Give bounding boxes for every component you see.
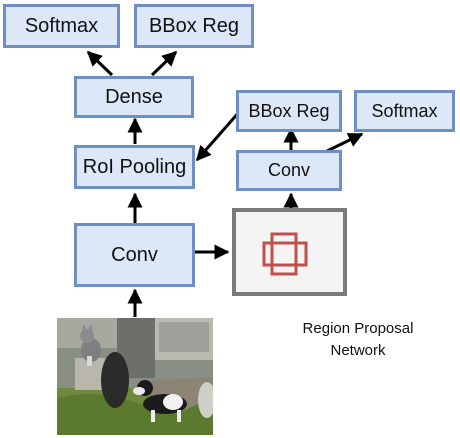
- input-image: [57, 318, 213, 435]
- rpn-conv-box: Conv: [236, 150, 342, 191]
- dense-label: Dense: [105, 85, 163, 108]
- arrow-bbox-reg-to-roi-pooling: [195, 110, 242, 162]
- arrow-dense-to-softmax: [86, 50, 114, 77]
- rpn-softmax-label: Softmax: [371, 100, 438, 121]
- conv-label: Conv: [111, 243, 158, 266]
- dense-box: Dense: [74, 76, 194, 118]
- rpn-bbox-reg-box: BBox Reg: [236, 90, 342, 132]
- rpn-softmax-box: Softmax: [354, 90, 455, 132]
- softmax-box: Softmax: [3, 4, 120, 48]
- bbox-reg-label: BBox Reg: [148, 14, 240, 37]
- roi-pooling-label: RoI Pooling: [82, 155, 187, 178]
- bbox-reg-box: BBox Reg: [134, 4, 254, 48]
- rpn-bbox-reg-label: BBox Reg: [248, 100, 330, 121]
- softmax-label: Softmax: [24, 14, 99, 37]
- conv-box: Conv: [74, 223, 195, 287]
- rpn-caption-line1: Region Proposal: [302, 320, 414, 337]
- region-proposal-network-box: [232, 208, 347, 296]
- arrow-dense-to-bbox-reg: [150, 50, 178, 77]
- roi-pooling-box: RoI Pooling: [74, 145, 195, 189]
- overlapping-boxes-icon: [262, 232, 308, 276]
- rpn-caption-line2: Network: [330, 342, 386, 359]
- cat-and-dog-photo: [57, 318, 213, 435]
- rpn-conv-label: Conv: [267, 160, 311, 180]
- rpn-caption: Region Proposal Network: [270, 318, 446, 362]
- arrow-rpn-conv-to-softmax: [326, 132, 364, 153]
